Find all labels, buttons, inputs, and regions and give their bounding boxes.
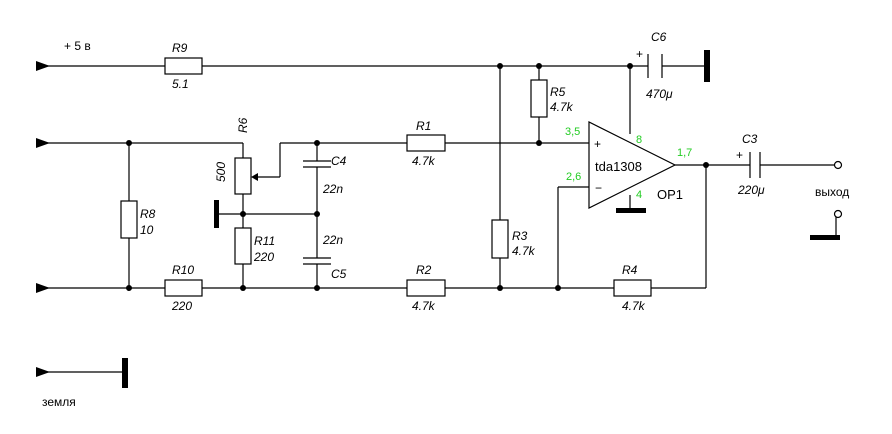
label-r1-value: 4.7k xyxy=(412,154,436,168)
resistor-r9 xyxy=(164,57,203,75)
label-r4-name: R4 xyxy=(622,263,638,277)
label-c5-value: 22n xyxy=(322,233,343,247)
label-r2-value: 4.7k xyxy=(412,299,436,313)
resistor-r4 xyxy=(613,279,652,297)
label-r11-value: 220 xyxy=(253,250,274,264)
label-c6-plus: + xyxy=(636,47,643,61)
label-c5-name: C5 xyxy=(331,267,347,281)
opamp-pin-plus: 3,5 xyxy=(565,126,580,138)
output-terminal xyxy=(833,160,843,170)
capacitor-c4 xyxy=(303,160,331,168)
ground-bars xyxy=(122,50,840,388)
label-r3-value: 4.7k xyxy=(512,244,536,258)
label-c3-value: 220μ xyxy=(737,183,765,197)
opamp-plus-sign: + xyxy=(594,137,601,151)
label-output: выход xyxy=(815,185,849,199)
opamp-pin-out: 1,7 xyxy=(677,147,692,159)
opamp-pin-gnd: 4 xyxy=(636,189,642,201)
resistor-r10 xyxy=(164,279,203,297)
label-c4-value: 22n xyxy=(322,182,343,196)
label-r5-value: 4.7k xyxy=(550,100,574,114)
resistor-r11 xyxy=(234,227,252,265)
label-c3-plus: + xyxy=(736,148,743,162)
opamp-ref-label: OP1 xyxy=(657,187,683,202)
label-r9-name: R9 xyxy=(172,41,188,55)
opamp-chip-label: tda1308 xyxy=(595,159,642,174)
resistor-r1 xyxy=(406,134,446,152)
label-r1-name: R1 xyxy=(416,119,431,133)
output-ground-terminal xyxy=(833,209,843,219)
label-r6-value: 500 xyxy=(214,162,228,182)
capacitor-c3 xyxy=(749,152,761,178)
input-arrows xyxy=(36,61,50,377)
resistor-r3 xyxy=(491,219,509,259)
label-ground: земля xyxy=(42,395,76,409)
opamp-pin-vcc: 8 xyxy=(636,134,642,146)
resistor-r5 xyxy=(530,79,548,118)
label-r5-name: R5 xyxy=(550,85,566,99)
label-r9-value: 5.1 xyxy=(172,77,189,91)
resistor-r8 xyxy=(120,200,138,239)
wires xyxy=(38,65,837,373)
opamp-op1 xyxy=(588,121,677,209)
label-r10-name: R10 xyxy=(172,263,194,277)
label-r2-name: R2 xyxy=(416,263,432,277)
label-r6-name: R6 xyxy=(236,117,250,133)
capacitor-c6 xyxy=(647,54,663,78)
label-r8-name: R8 xyxy=(140,207,156,221)
label-c4-name: C4 xyxy=(331,154,347,168)
label-r10-value: 220 xyxy=(171,299,192,313)
opamp-minus-sign: − xyxy=(595,181,602,195)
junction-dots xyxy=(126,63,709,291)
resistor-r2 xyxy=(406,279,446,297)
potentiometer-r6 xyxy=(234,157,280,195)
label-r3-name: R3 xyxy=(512,229,528,243)
label-c6-value: 470μ xyxy=(646,87,673,101)
label-c6-name: C6 xyxy=(651,30,667,44)
label-plus5v: + 5 в xyxy=(64,39,91,53)
label-c3-name: C3 xyxy=(742,132,758,146)
label-r4-value: 4.7k xyxy=(622,299,646,313)
opamp-pin-minus: 2,6 xyxy=(566,171,581,183)
label-r8-value: 10 xyxy=(140,223,154,237)
capacitor-c5 xyxy=(303,257,331,265)
label-r11-name: R11 xyxy=(254,234,275,248)
